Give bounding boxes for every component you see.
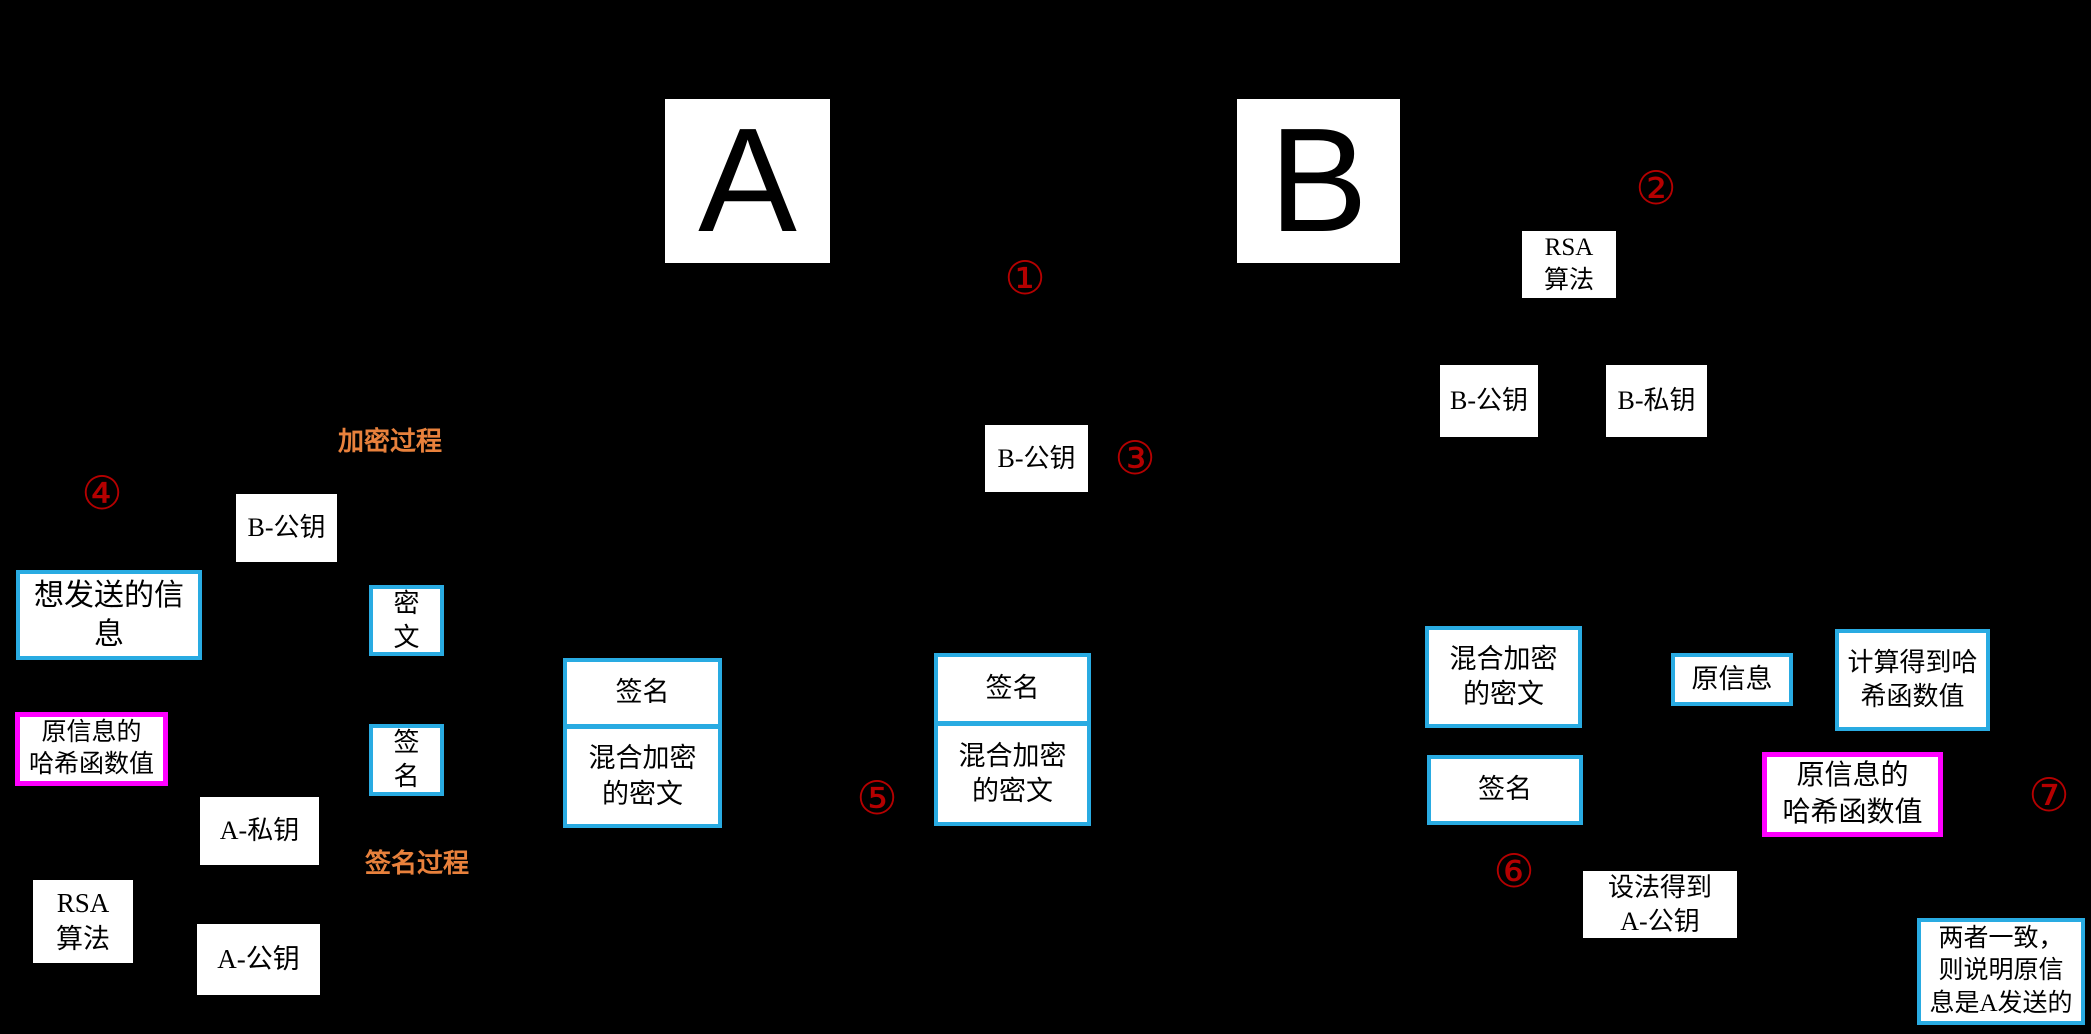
mixed-cipher-right-node: 混合加密 的密文	[1425, 626, 1582, 728]
sign-process-label: 签名过程	[365, 849, 470, 878]
a-private-key-node: A-私钥	[200, 797, 319, 865]
message-to-send-node: 想发送的信 息	[16, 570, 202, 660]
step-6-badge: ⑥	[1493, 844, 1535, 898]
packet-left-cipher-node: 混合加密 的密文	[563, 725, 722, 828]
a-public-key-node: A-公钥	[197, 924, 320, 995]
computed-hash-node: 计算得到哈 希函数值	[1835, 629, 1990, 731]
get-a-public-key-node: 设法得到 A-公钥	[1583, 871, 1737, 938]
original-hash-right-node: 原信息的 哈希函数值	[1762, 752, 1943, 837]
signature-right-node: 签名	[1427, 755, 1583, 825]
b-public-key-middle-node: B-公钥	[985, 425, 1088, 492]
b-public-key-right-node: B-公钥	[1440, 365, 1538, 437]
step-3-badge: ③	[1114, 431, 1156, 485]
conclusion-node: 两者一致， 则说明原信 息是A发送的	[1917, 918, 2085, 1025]
step-1-badge: ①	[1004, 251, 1046, 305]
packet-left-signature-node: 签名	[563, 658, 722, 728]
original-hash-left-node: 原信息的 哈希函数值	[15, 712, 168, 786]
rsa-algorithm-right-node: RSA 算法	[1522, 231, 1616, 298]
encrypt-process-label: 加密过程	[338, 427, 443, 456]
original-message-node: 原信息	[1671, 653, 1793, 706]
party-a-node: A	[665, 99, 830, 263]
step-2-badge: ②	[1635, 161, 1677, 215]
signature-small-node: 签 名	[369, 724, 444, 796]
step-4-badge: ④	[81, 466, 123, 520]
packet-middle-signature-node: 签名	[934, 653, 1091, 725]
b-private-key-right-node: B-私钥	[1606, 365, 1707, 437]
rsa-algorithm-left-node: RSA 算法	[33, 880, 133, 963]
step-7-badge: ⑦	[2028, 768, 2070, 822]
step-5-badge: ⑤	[856, 771, 898, 825]
party-b-node: B	[1237, 99, 1400, 263]
b-public-key-left-node: B-公钥	[236, 494, 337, 562]
packet-middle-cipher-node: 混合加密 的密文	[934, 722, 1091, 826]
ciphertext-node: 密 文	[369, 585, 444, 656]
